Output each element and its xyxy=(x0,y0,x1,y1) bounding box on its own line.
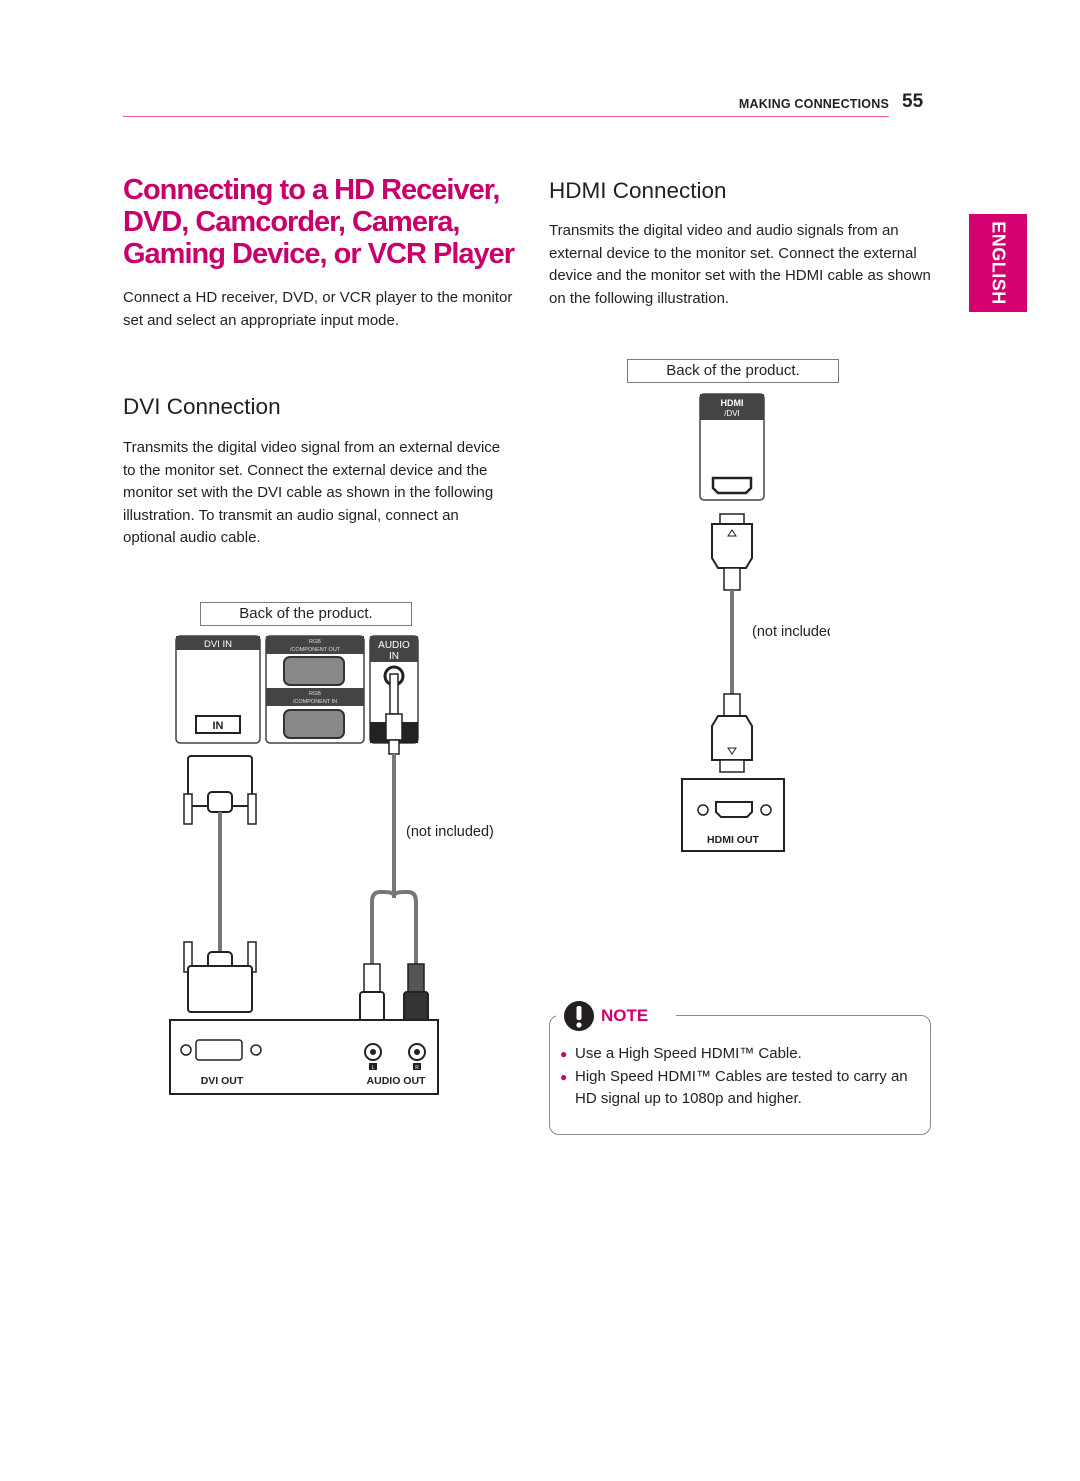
intro-paragraph: Connect a HD receiver, DVD, or VCR playe… xyxy=(123,289,513,329)
header-rule xyxy=(123,116,889,117)
hdmi-cable-note: (not included) xyxy=(752,624,830,640)
svg-text:R: R xyxy=(415,1065,419,1071)
note-item: ●Use a High Speed HDMI™ Cable. xyxy=(549,1043,919,1066)
language-tab-label: ENGLISH xyxy=(988,221,1009,305)
dvi-cable-note: (not included) xyxy=(406,824,494,840)
svg-text:/DVI: /DVI xyxy=(724,409,740,418)
port-label-dvi-in: DVI IN xyxy=(204,639,232,650)
note-title: NOTE xyxy=(601,1006,649,1025)
external-device-dvi: DVI OUT L R AUDIO OUT xyxy=(169,1019,439,1095)
note-box xyxy=(549,1015,931,1135)
dvi-heading: DVI Connection xyxy=(123,394,281,419)
svg-text:/COMPONENT IN: /COMPONENT IN xyxy=(293,699,337,705)
hdmi-diagram-caption: Back of the product. xyxy=(627,359,839,383)
hdmi-cable xyxy=(711,513,753,773)
note-header: NOTE xyxy=(556,1000,676,1032)
hdmi-paragraph: Transmits the digital video and audio si… xyxy=(549,222,931,307)
bullet-icon: ● xyxy=(560,1047,568,1061)
product-back-panel: DVI IN IN RGB /COMPONENT OUT RGB /COMPON… xyxy=(175,635,419,744)
dvi-connection-diagram: DVI IN IN RGB /COMPONENT OUT RGB /COMPON… xyxy=(169,635,494,1095)
note-item: ●High Speed HDMI™ Cables are tested to c… xyxy=(560,1067,908,1108)
device-label-audio-out: AUDIO OUT xyxy=(367,1075,427,1087)
page-title: Connecting to a HD Receiver, DVD, Camcor… xyxy=(123,174,515,270)
external-device-hdmi: HDMI OUT xyxy=(681,778,785,852)
svg-text:L: L xyxy=(372,1065,375,1071)
dvi-diagram-caption: Back of the product. xyxy=(200,602,412,626)
dvi-paragraph: Transmits the digital video signal from … xyxy=(123,439,501,546)
page-number: 55 xyxy=(902,91,924,112)
hdmi-logo: HDMI xyxy=(721,398,744,408)
port-label-audio: AUDIO xyxy=(378,640,410,651)
bullet-icon: ● xyxy=(560,1069,568,1084)
product-hdmi-port: HDMI /DVI xyxy=(699,393,765,501)
running-header-section: MAKING CONNECTIONS xyxy=(738,97,889,111)
dvi-cable xyxy=(183,755,257,1013)
exclamation-icon xyxy=(564,1001,594,1031)
port-label-in: IN xyxy=(213,720,224,732)
note-list: ●Use a High Speed HDMI™ Cable. ●High Spe… xyxy=(549,1043,919,1111)
device-label-hdmi-out: HDMI OUT xyxy=(707,834,759,846)
svg-text:RGB: RGB xyxy=(309,639,321,645)
hdmi-connection-diagram: HDMI /DVI (not included) HDMI OUT xyxy=(681,393,830,852)
language-tab: ENGLISH xyxy=(969,214,1027,312)
device-label-dvi-out: DVI OUT xyxy=(201,1075,244,1087)
svg-text:/COMPONENT OUT: /COMPONENT OUT xyxy=(290,647,341,653)
hdmi-heading: HDMI Connection xyxy=(549,178,727,203)
svg-text:RGB: RGB xyxy=(309,691,321,697)
svg-text:IN: IN xyxy=(389,651,399,662)
